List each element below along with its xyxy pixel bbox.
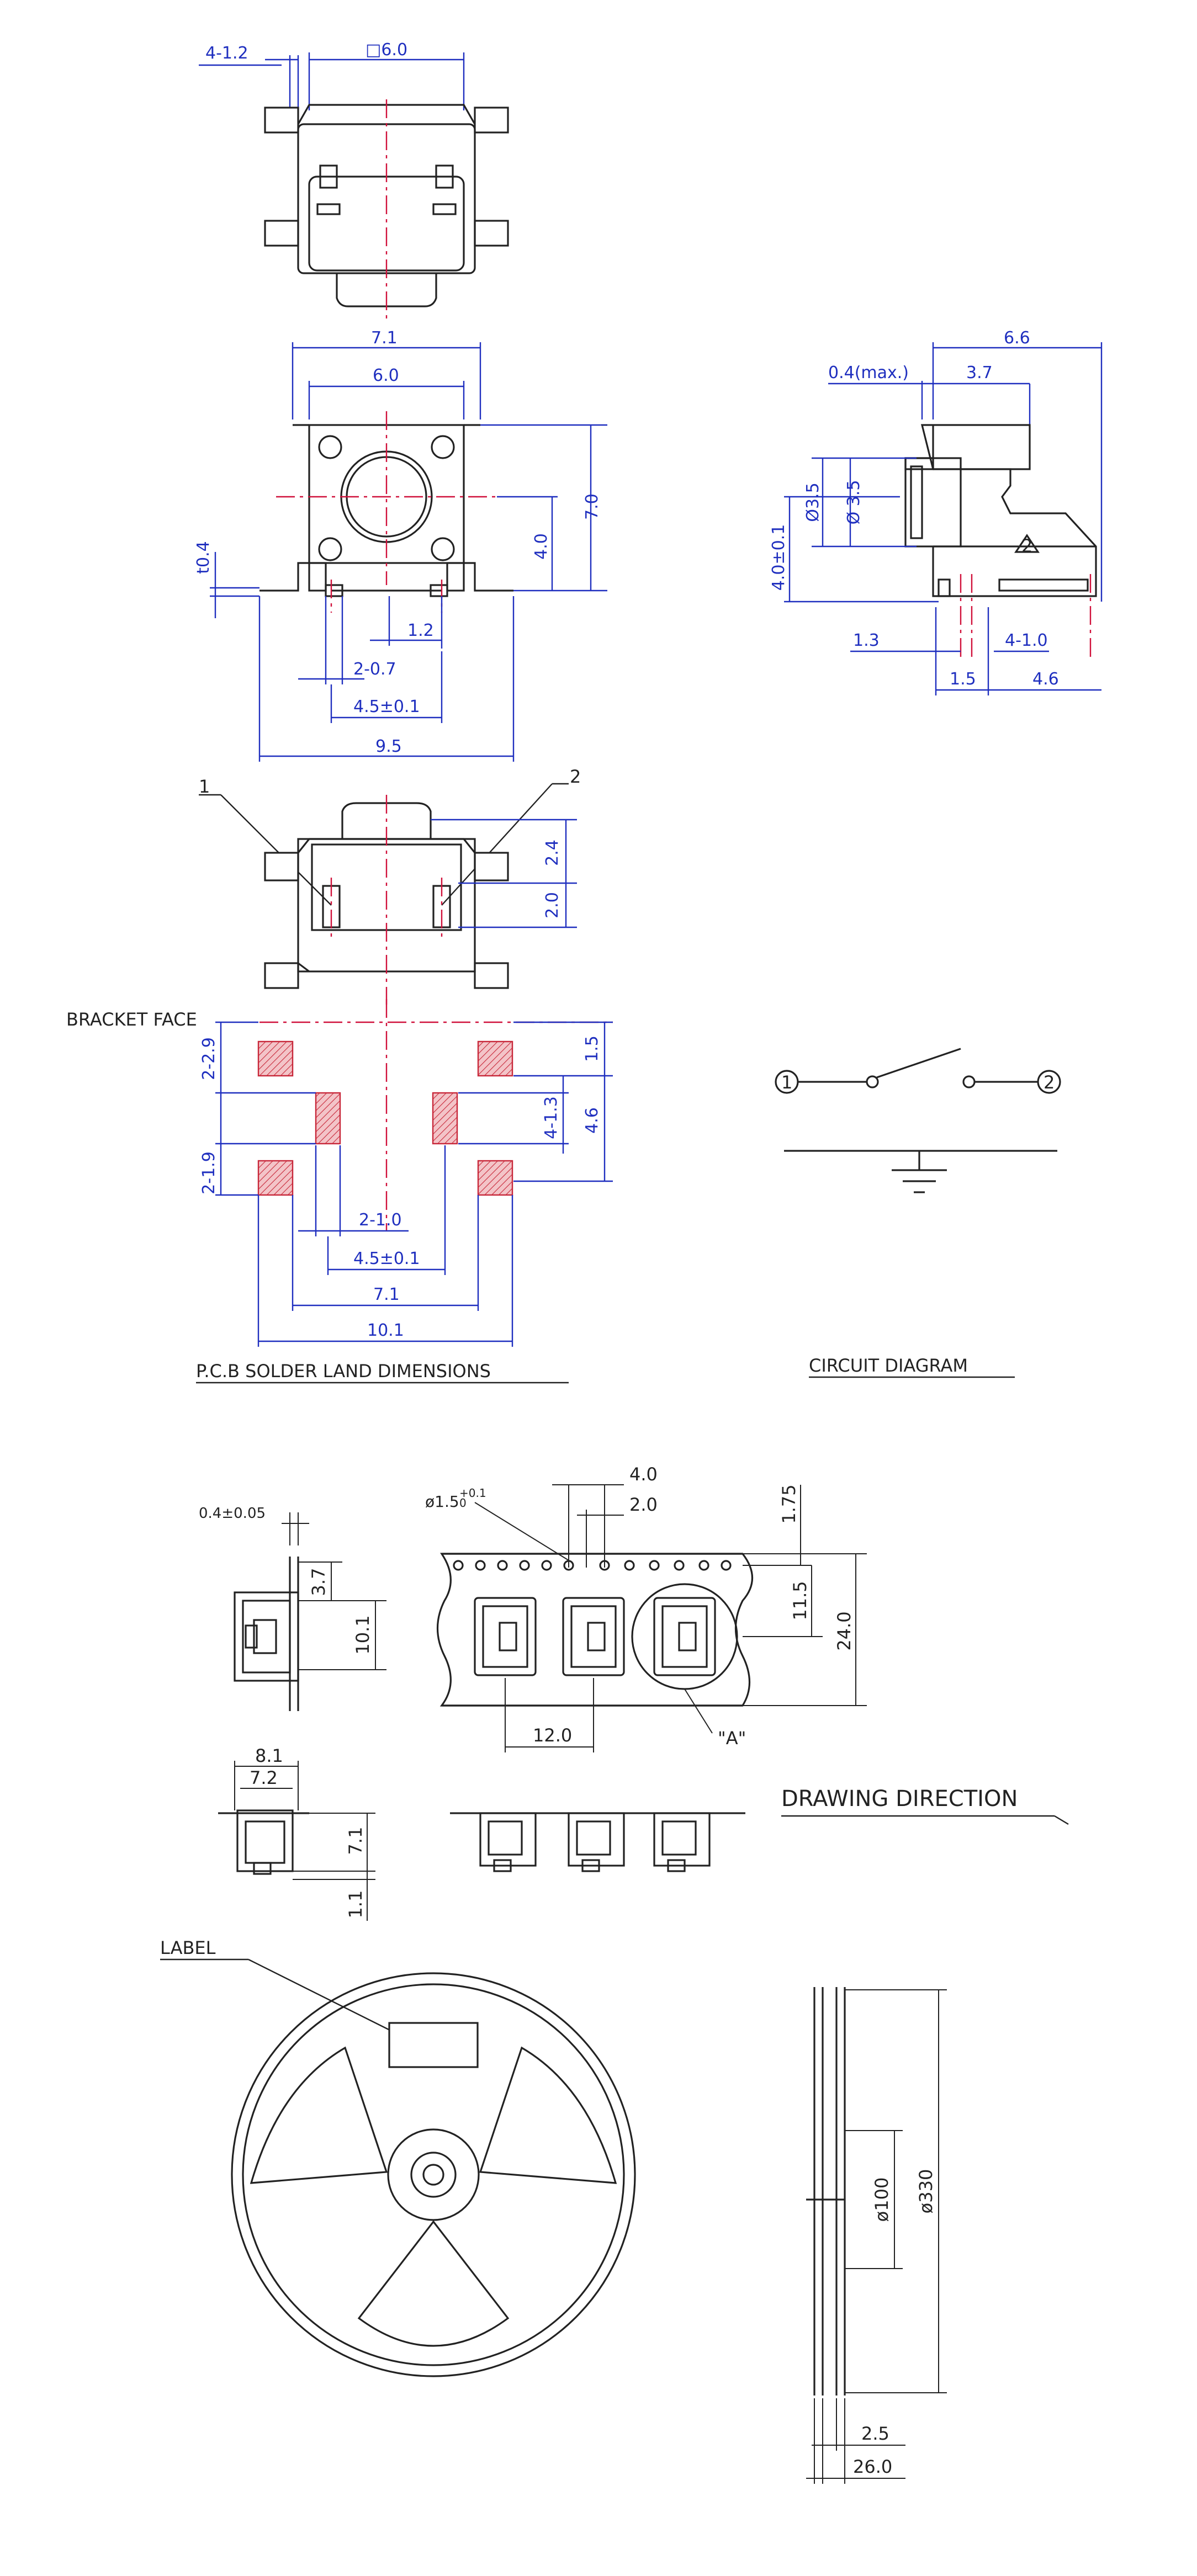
dim-body: 6.0 (373, 366, 399, 385)
detail-a: "A" (718, 1728, 746, 1749)
tape-71: 7.1 (345, 1827, 366, 1855)
tape-p20: 2.0 (629, 1494, 658, 1515)
bracket-face-label: BRACKET FACE (66, 1009, 197, 1030)
circuit-diagram: 1 2 CIRCUIT DIAGRAM (775, 1048, 1061, 1378)
tape-section: 0.4±0.05 3.7 10.1 ø1.5 +0.1 0 4.0 2.0 (199, 1464, 1069, 1921)
dim-i: 10.1 (367, 1321, 404, 1340)
dim-c: 1.5 (582, 1035, 602, 1062)
dim-pitch: 4-1.2 (205, 44, 248, 63)
dim-20: 2.0 (543, 892, 562, 918)
tape-240: 24.0 (834, 1611, 855, 1650)
tape-thick: 0.4±0.05 (199, 1505, 266, 1522)
pin-2-label: 2 (570, 766, 581, 787)
reel-25: 2.5 (861, 2423, 889, 2444)
pad-bottom-left (257, 1160, 294, 1196)
pcb-title: P.C.B SOLDER LAND DIMENSIONS (196, 1361, 491, 1382)
dim-e: 4.6 (582, 1107, 602, 1134)
dim-37: 3.7 (966, 363, 993, 383)
tape-hole-tol2: 0 (459, 1496, 467, 1510)
top-view: 4-1.2 □6.0 (199, 40, 509, 320)
reel-260: 26.0 (853, 2456, 892, 2477)
tape-hole: ø1.5 (425, 1493, 459, 1511)
side-view: 6.6 0.4(max.) 3.7 2 Ø3.5 Ø 3.5 4.0±0.1 1… (769, 328, 1103, 695)
tape-hole-tol: +0.1 (459, 1486, 486, 1500)
mark-2: 2 (1021, 535, 1032, 556)
tape-p40: 4.0 (629, 1464, 658, 1485)
dim-15: 1.5 (950, 670, 976, 689)
pad-mid-left (315, 1092, 341, 1145)
pad-mid-right (432, 1092, 458, 1145)
dim-height2: 4.0 (532, 533, 551, 560)
reel-330: ø330 (915, 2169, 936, 2214)
pad-bottom-right (477, 1160, 513, 1196)
tape-175: 1.75 (778, 1484, 799, 1523)
dim-24: 2.4 (543, 840, 562, 866)
dim-dia1: Ø3.5 (803, 482, 823, 522)
pcb-solder-land: BRACKET FACE 2-2.9 2-1.9 1.5 4-1.3 4.6 2… (66, 999, 613, 1384)
reel-section: LABEL ø330 ø100 2.5 26.0 (160, 1937, 947, 2484)
dim-width: 7.1 (371, 328, 398, 348)
dim-dia2: Ø 3.5 (844, 480, 864, 525)
pad-top-right (477, 1040, 513, 1077)
reel-label-text: LABEL (160, 1937, 216, 1958)
tape-pockets (474, 1583, 738, 1690)
reel-label-box (388, 2022, 479, 2068)
dim-46: 4.6 (1032, 670, 1059, 689)
dim-a: 2-2.9 (199, 1037, 219, 1080)
dim-depth: 6.6 (1004, 328, 1030, 348)
tape-72: 7.2 (250, 1767, 278, 1788)
tape-11: 1.1 (345, 1890, 366, 1919)
front-view: 7.1 6.0 7.0 4.0 t0.4 1.2 2-0.7 4.5±0.1 9… (194, 328, 607, 762)
tape-81: 8.1 (255, 1745, 283, 1766)
tape-101: 10.1 (352, 1615, 373, 1654)
circuit-title: CIRCUIT DIAGRAM (809, 1355, 968, 1376)
dim-pin-pitch: 4.5±0.1 (353, 697, 420, 716)
sprocket-holes (453, 1560, 732, 1571)
reel-100: ø100 (871, 2177, 892, 2222)
dim-f: 2-1.0 (359, 1210, 402, 1230)
dim-square: □6.0 (366, 40, 407, 60)
dim-total: 9.5 (375, 737, 402, 756)
terminal-2: 2 (1044, 1072, 1055, 1093)
dim-h: 7.1 (373, 1285, 400, 1304)
dim-g: 4.5±0.1 (353, 1249, 420, 1268)
dim-pin: 2-0.7 (353, 660, 396, 679)
dim-thick: t0.4 (194, 541, 213, 573)
dim-gap: 1.2 (407, 621, 434, 640)
terminal-1: 1 (781, 1072, 792, 1093)
pin-1-label: 1 (199, 776, 210, 797)
tape-37: 3.7 (308, 1568, 329, 1596)
dim-b: 2-1.9 (199, 1151, 219, 1194)
dim-height: 7.0 (582, 493, 602, 520)
dim-max: 0.4(max.) (828, 363, 909, 383)
dim-h: 4.0±0.1 (769, 524, 788, 591)
dim-410: 4-1.0 (1005, 631, 1048, 650)
tape-120: 12.0 (533, 1725, 572, 1746)
drawing-direction: DRAWING DIRECTION (781, 1786, 1018, 1812)
pad-top-left (257, 1040, 294, 1077)
tape-115: 11.5 (790, 1581, 811, 1620)
dim-13: 1.3 (853, 631, 880, 650)
dim-d: 4-1.3 (542, 1096, 561, 1139)
bottom-view: 1 2 2.4 2.0 (199, 766, 581, 1005)
